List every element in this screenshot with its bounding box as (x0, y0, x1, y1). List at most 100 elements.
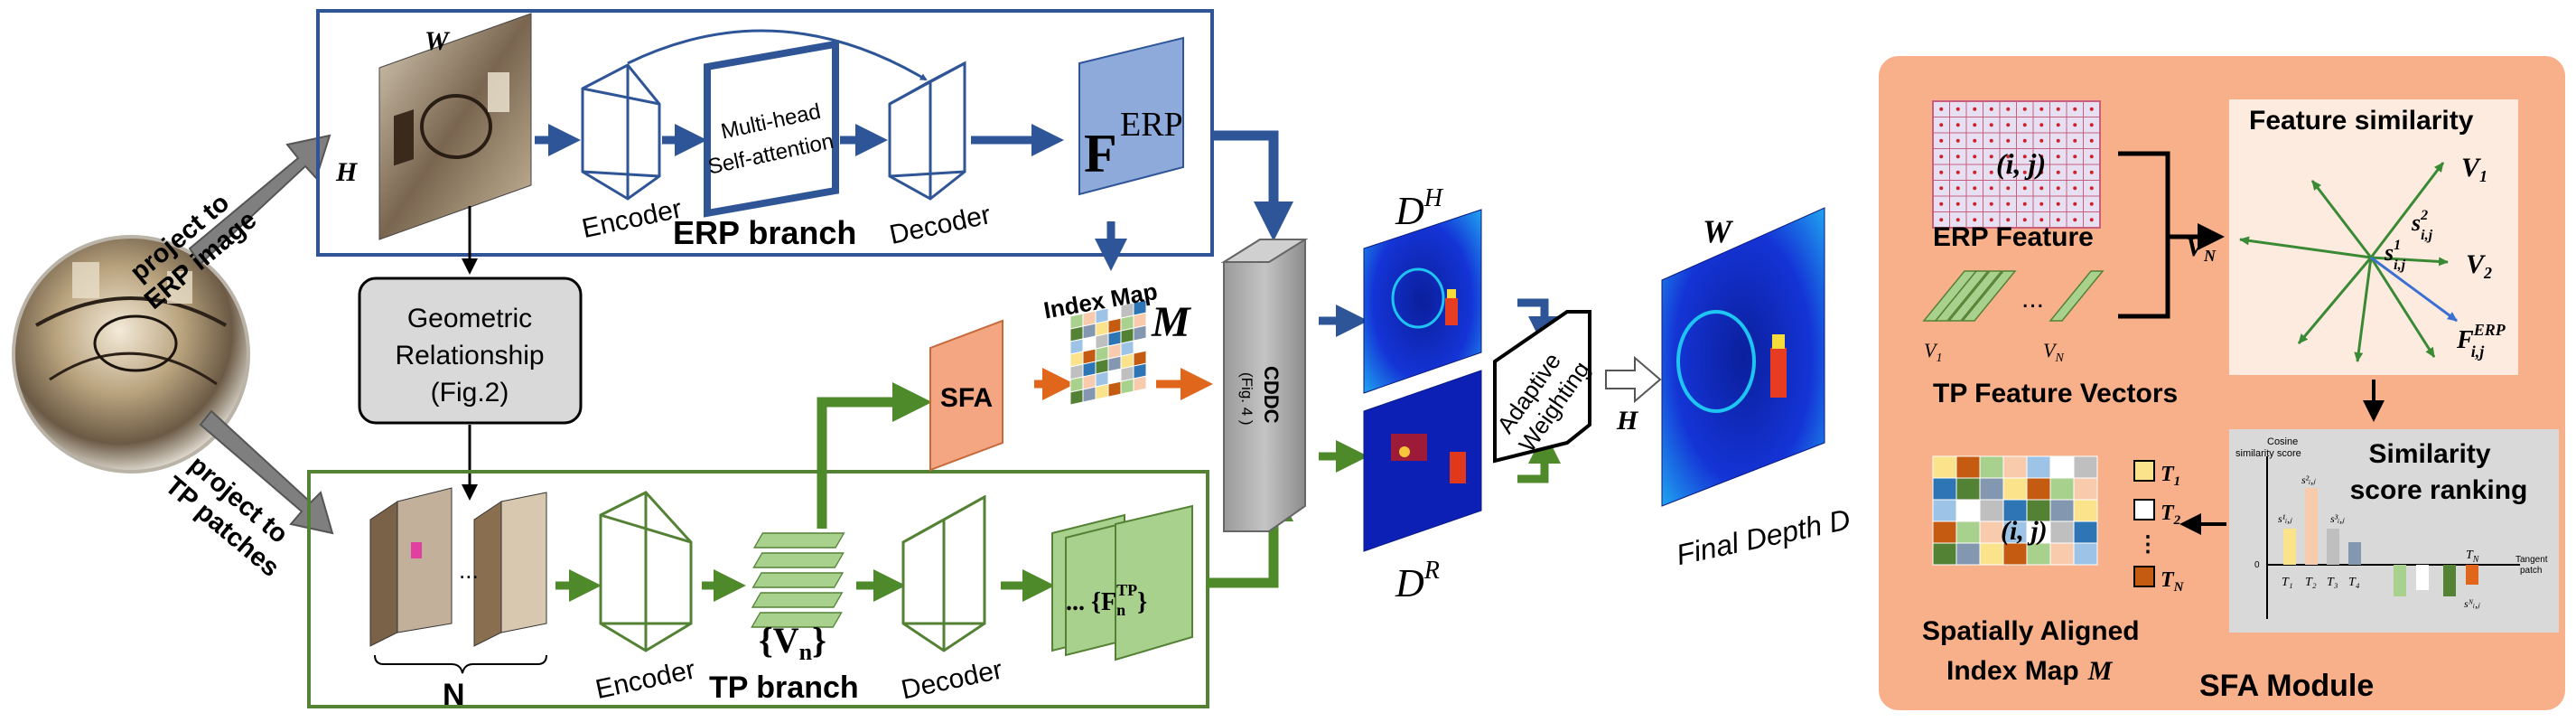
grid-dot (2039, 155, 2044, 159)
sfa-vn-label: VN (2043, 339, 2064, 365)
dh-label: DH (1395, 184, 1444, 233)
aligned-caption-1: Spatially Aligned (1922, 616, 2140, 646)
dr-label: DR (1395, 557, 1440, 605)
vec-v1-label: V1 (2461, 153, 2487, 185)
mosaic-cell (1133, 375, 1147, 392)
grid-dot (2073, 202, 2077, 206)
tangent-label-2: patch (2520, 566, 2542, 576)
grid-dot (2073, 218, 2077, 222)
skip-connection-arc (627, 29, 928, 81)
grid-dot (1989, 138, 1993, 143)
tick-t3: T₃ (2327, 576, 2338, 589)
erp-decoder-label: Decoder (887, 200, 994, 250)
ranking-title-2: score ranking (2350, 475, 2528, 505)
tick-t2: T₂ (2305, 576, 2317, 589)
grid-dot (1939, 155, 1944, 159)
ranking-title-1: Similarity (2368, 439, 2490, 469)
geometric-label-2: Relationship (395, 341, 544, 370)
grid-dot (2056, 202, 2060, 206)
sfa-label: SFA (940, 383, 993, 413)
grid-dot (2073, 107, 2077, 111)
geometric-relationship-box[interactable] (358, 277, 583, 425)
grid-dot (2006, 155, 2011, 159)
grid-dot (1973, 202, 1977, 206)
grid-dot (2039, 202, 2044, 206)
tp-feature-label: ... {FnTP} (1066, 581, 1147, 619)
erp-feature-block (1078, 36, 1184, 196)
grid-dot (1989, 107, 1993, 111)
sfa-vectors-dots: ... (2021, 284, 2044, 314)
sfa-v1-label: V1 (1924, 339, 1942, 365)
sfa-tp-vectors (1922, 270, 2105, 322)
grid-dot (2022, 170, 2027, 174)
grid-dot (1989, 186, 1993, 191)
mosaic-cell (1932, 477, 1957, 501)
mosaic-cell (2002, 477, 2028, 501)
mosaic-cell (2026, 542, 2051, 566)
mosaic-cell (2073, 542, 2098, 566)
grid-dot (1989, 170, 1993, 174)
grid-dot (2089, 186, 2094, 191)
grid-dot (1973, 107, 1977, 111)
mosaic-cell (2073, 520, 2098, 544)
grid-dot (1955, 107, 1960, 111)
grid-dot (2006, 123, 2011, 127)
index-map-grid (1069, 299, 1147, 406)
mosaic-cell (2026, 477, 2051, 501)
feature-similarity-panel (2229, 99, 2518, 375)
tick-t4: T₄ (2348, 576, 2360, 589)
grid-dot (1989, 202, 1993, 206)
legend-t1: T1 (2133, 460, 2180, 489)
tp-decoder-shape (901, 494, 986, 652)
grid-dot (2089, 155, 2094, 159)
cddc-label-2: (Fig. 4 ) (1238, 372, 1255, 426)
tp-encoder-label: Encoder (593, 655, 698, 706)
erp-branch-title: ERP branch (673, 214, 856, 251)
grid-dot (1955, 155, 1960, 159)
erp-width-label: W (425, 26, 451, 56)
dr-to-weighting-arrow (1517, 431, 1561, 483)
grid-dot (2006, 107, 2011, 111)
cosine-label-2: similarity score (2235, 448, 2301, 459)
mosaic-cell (1955, 477, 1981, 501)
grid-dot (2089, 138, 2094, 143)
geometric-label-3: (Fig.2) (431, 378, 509, 408)
grid-dot (2039, 138, 2044, 143)
legend-dots: ⋮ (2137, 532, 2159, 557)
mosaic-cell (2073, 499, 2098, 522)
final-height-label: H (1616, 406, 1639, 436)
mosaic-cell (2049, 520, 2075, 544)
grid-dot (2073, 155, 2077, 159)
sfa-box[interactable] (929, 319, 1003, 472)
grid-dot (1939, 138, 1944, 143)
mosaic-cell (1932, 499, 1957, 522)
tp-vectors-label: {Vn} (759, 620, 826, 665)
tp-decoder-label: Decoder (899, 655, 1005, 706)
erp-decoder-shape (888, 61, 966, 201)
grid-dot (1939, 170, 1944, 174)
depth-map-dh (1363, 209, 1482, 394)
svg-text:T1: T1 (2161, 463, 2180, 489)
grid-dot (1955, 186, 1960, 191)
grid-dot (2089, 202, 2094, 206)
grid-dot (2056, 123, 2060, 127)
grid-dot (1973, 155, 1977, 159)
mosaic-cell (2073, 477, 2098, 501)
bar-sn-label: sᴺᵢ,ⱼ (2464, 597, 2480, 610)
tp-feature-stack (1051, 504, 1193, 661)
dh-to-weighting-arrow (1517, 298, 1561, 349)
depth-map-dr (1363, 370, 1482, 552)
grid-dot (1939, 107, 1944, 111)
mosaic-cell (2002, 455, 2028, 479)
grid-dot (2073, 138, 2077, 143)
grid-dot (1955, 218, 1960, 222)
grid-dot (2022, 138, 2027, 143)
attention-block[interactable] (704, 40, 839, 218)
cddc-block[interactable] (1220, 239, 1309, 532)
tp-vectors-caption: TP Feature Vectors (1933, 379, 2178, 408)
adaptive-weighting-block[interactable] (1493, 310, 1591, 464)
tick-t1: T₁ (2282, 576, 2293, 589)
